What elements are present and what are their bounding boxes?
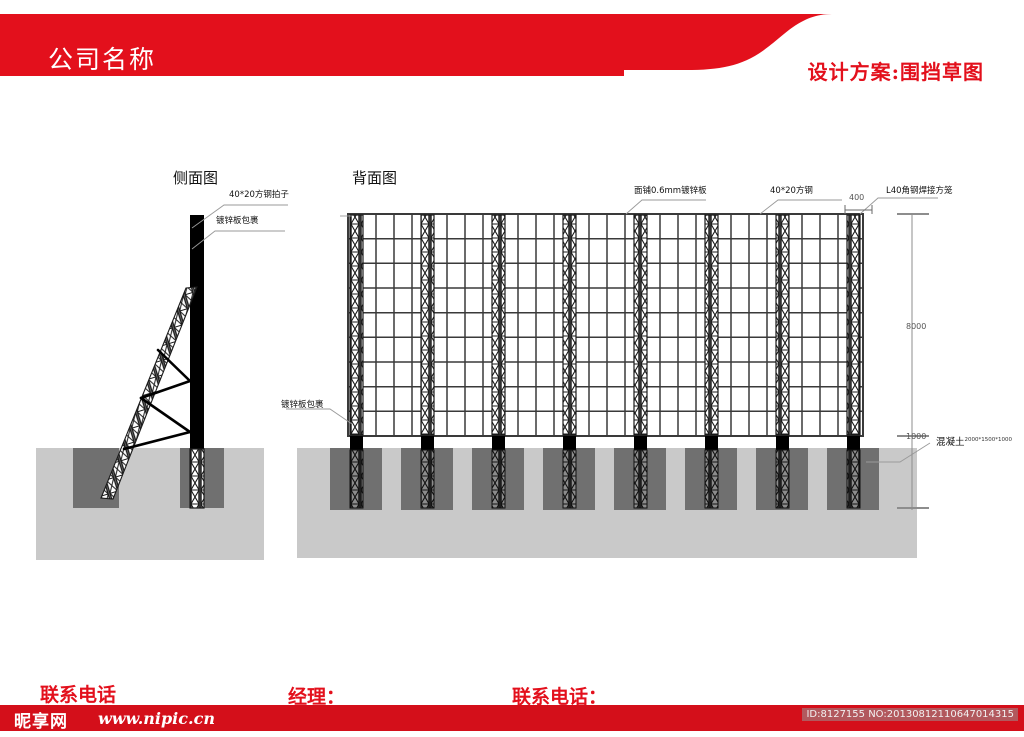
side-post-wrapped — [190, 215, 204, 451]
header-banner: 公司名称 — [0, 14, 1024, 76]
foundation-depth-value: 1000 — [906, 432, 927, 441]
back-steel-note: 40*20方钢 — [770, 186, 813, 196]
side-view-label: 侧面图 — [173, 169, 219, 187]
side-post-lattice — [190, 449, 204, 508]
back-view-label: 背面图 — [352, 169, 398, 187]
back-grid-vertical — [375, 214, 839, 436]
side-diagonal-brace — [100, 286, 198, 500]
footer-contact-phone-label: 联系电话： — [512, 686, 608, 708]
side-ground — [36, 448, 264, 560]
wall-height-value: 8000 — [906, 322, 927, 331]
back-ground — [297, 448, 917, 558]
side-top-note: 40*20方钢拍子 — [229, 190, 289, 200]
back-foundation-lattice — [349, 449, 861, 509]
back-wrapped-posts — [350, 436, 860, 450]
back-cage-note: L40角钢焊接方笼 — [886, 186, 953, 196]
footer-contact-phone: 联系电话 — [40, 684, 117, 706]
back-left-wrap-note: 镀锌板包裹 — [281, 400, 324, 410]
watermark-url: www.nipic.cn — [98, 709, 215, 728]
watermark-logo: 昵享网 — [14, 712, 68, 732]
concrete-note: 混凝土2000*1500*1000 — [936, 434, 1012, 448]
back-lattice-columns — [349, 214, 861, 436]
concrete-note-label: 混凝土 — [936, 437, 965, 448]
header-curve-cutout — [624, 14, 1024, 76]
side-view-group — [36, 204, 288, 560]
back-view-group — [286, 197, 938, 558]
watermark-id: ID:8127155 NO:20130812110647014315 — [802, 708, 1018, 721]
plan-title: 设计方案:围挡草图 — [807, 60, 984, 84]
column-width-dimension — [844, 205, 873, 214]
footer-manager-label: 经理： — [288, 686, 346, 708]
back-panel-note: 面铺0.6mm镀锌板 — [634, 186, 707, 196]
height-dimension-line — [897, 213, 929, 510]
side-leader-lines — [191, 204, 288, 250]
column-width-value: 400 — [849, 193, 865, 202]
side-cross-bracing — [122, 348, 192, 451]
concrete-note-size: 2000*1500*1000 — [964, 436, 1013, 443]
back-leader-lines — [286, 197, 938, 463]
side-wrap-note: 镀锌板包裹 — [216, 216, 259, 226]
company-name: 公司名称 — [48, 45, 157, 74]
